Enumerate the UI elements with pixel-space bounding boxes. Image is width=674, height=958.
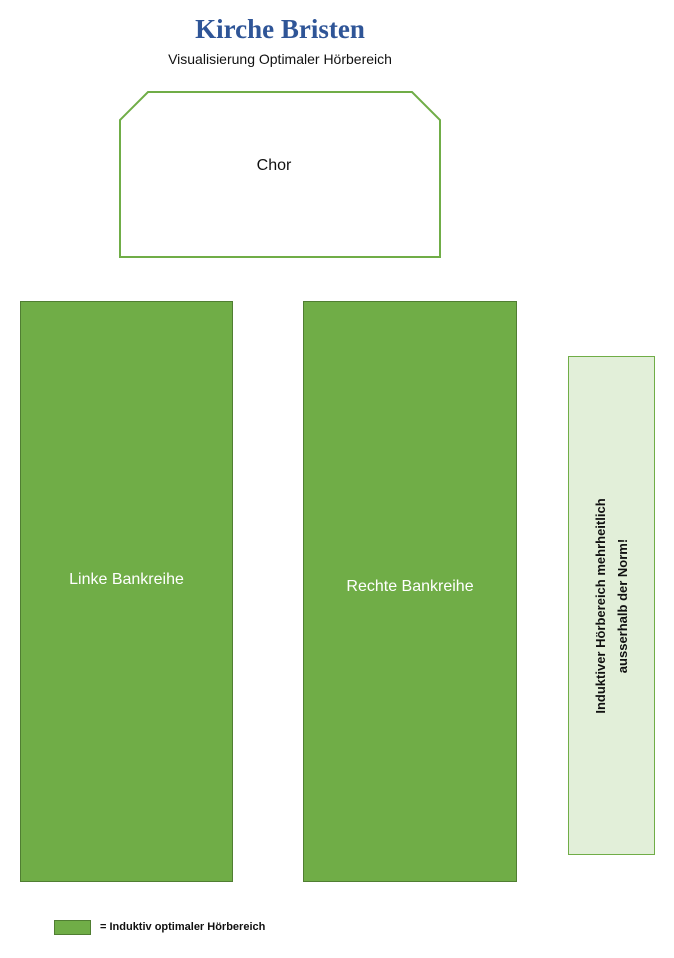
legend-swatch (54, 920, 91, 935)
inductive-note-line1: Induktiver Hörbereich mehrheitlich (592, 497, 608, 714)
inductive-note-line2: ausserhalb der Norm! (614, 538, 630, 673)
inductive-area: Induktiver Hörbereich mehrheitlich ausse… (568, 356, 655, 855)
right-pews-label: Rechte Bankreihe (346, 577, 474, 595)
right-pews-area: Rechte Bankreihe (303, 301, 517, 882)
chor-label: Chor (256, 157, 292, 174)
chor-shape (119, 91, 441, 258)
left-pews-area: Linke Bankreihe (20, 301, 233, 882)
legend-label: = Induktiv optimaler Hörbereich (100, 921, 266, 933)
page-subtitle: Visualisierung Optimaler Hörbereich (168, 51, 392, 67)
page-title: Kirche Bristen (195, 14, 365, 44)
left-pews-label: Linke Bankreihe (69, 570, 184, 588)
inductive-note: Induktiver Hörbereich mehrheitlich ausse… (590, 396, 634, 816)
